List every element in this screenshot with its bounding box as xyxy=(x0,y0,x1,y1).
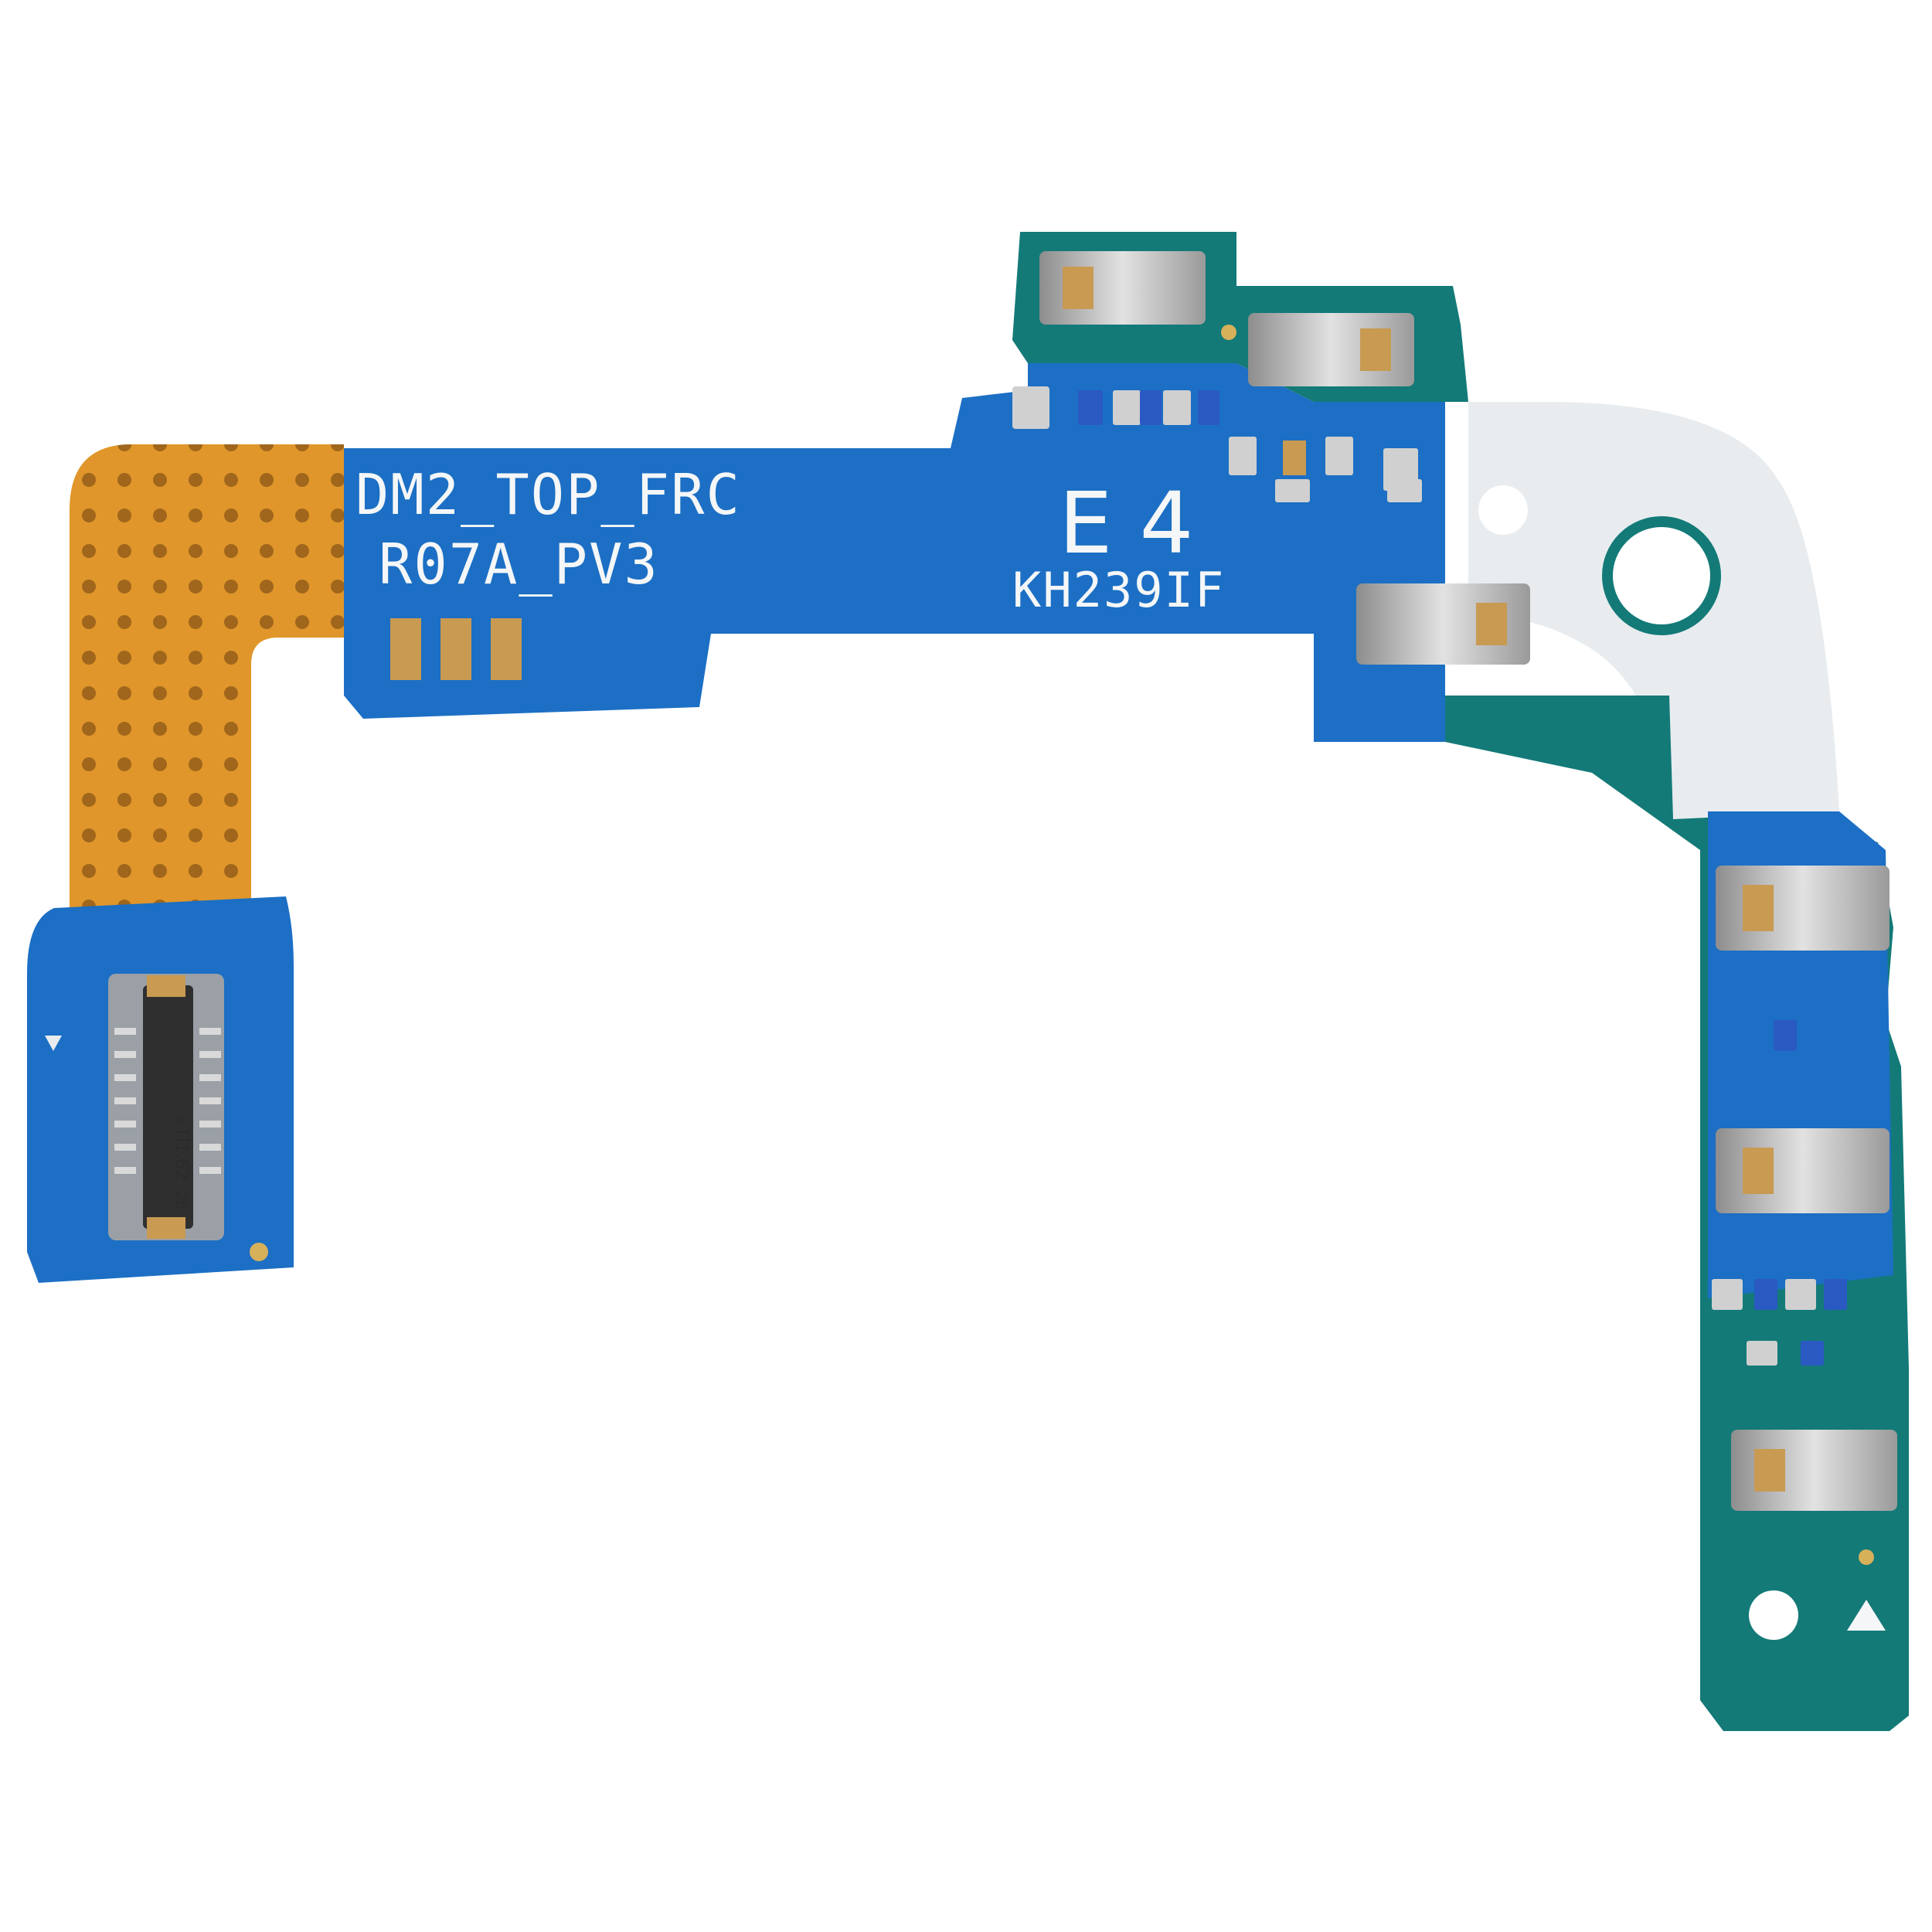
alignment-hole xyxy=(1478,485,1528,535)
gold-pads xyxy=(390,618,522,680)
mount-hole xyxy=(1602,516,1721,635)
connector-board: +Tl1.62 26 xyxy=(27,896,294,1283)
spring-contact xyxy=(1716,1128,1889,1213)
connector-part-label: +Tl1.62 xyxy=(172,1113,191,1180)
bottom-mount-hole xyxy=(1749,1590,1798,1640)
board-revision-label: R07A_PV3 xyxy=(379,532,659,597)
spring-contact xyxy=(1039,251,1206,325)
board-marker-label: E 4 xyxy=(1059,474,1193,573)
flex-cable xyxy=(70,444,344,908)
spring-contact xyxy=(1248,313,1414,386)
spring-contact xyxy=(1356,583,1530,665)
connector-pin-label: 26 xyxy=(172,1190,191,1209)
pin1-marker xyxy=(45,1036,62,1051)
board-lot-label: KH239IF xyxy=(1012,562,1225,618)
spring-contact xyxy=(1731,1430,1897,1511)
test-point xyxy=(1859,1549,1874,1565)
silkscreen-text: DM2_TOP_FRC R07A_PV3 E 4 KH239IF xyxy=(355,462,1225,618)
board-model-label: DM2_TOP_FRC xyxy=(355,462,741,527)
smd-components xyxy=(1012,325,1847,1366)
spring-contact xyxy=(1716,866,1889,951)
connector-test-point xyxy=(250,1243,268,1261)
orientation-triangle xyxy=(1847,1600,1886,1631)
board-to-board-connector: +Tl1.62 26 xyxy=(108,974,224,1240)
shield-bracket xyxy=(1468,402,1839,819)
